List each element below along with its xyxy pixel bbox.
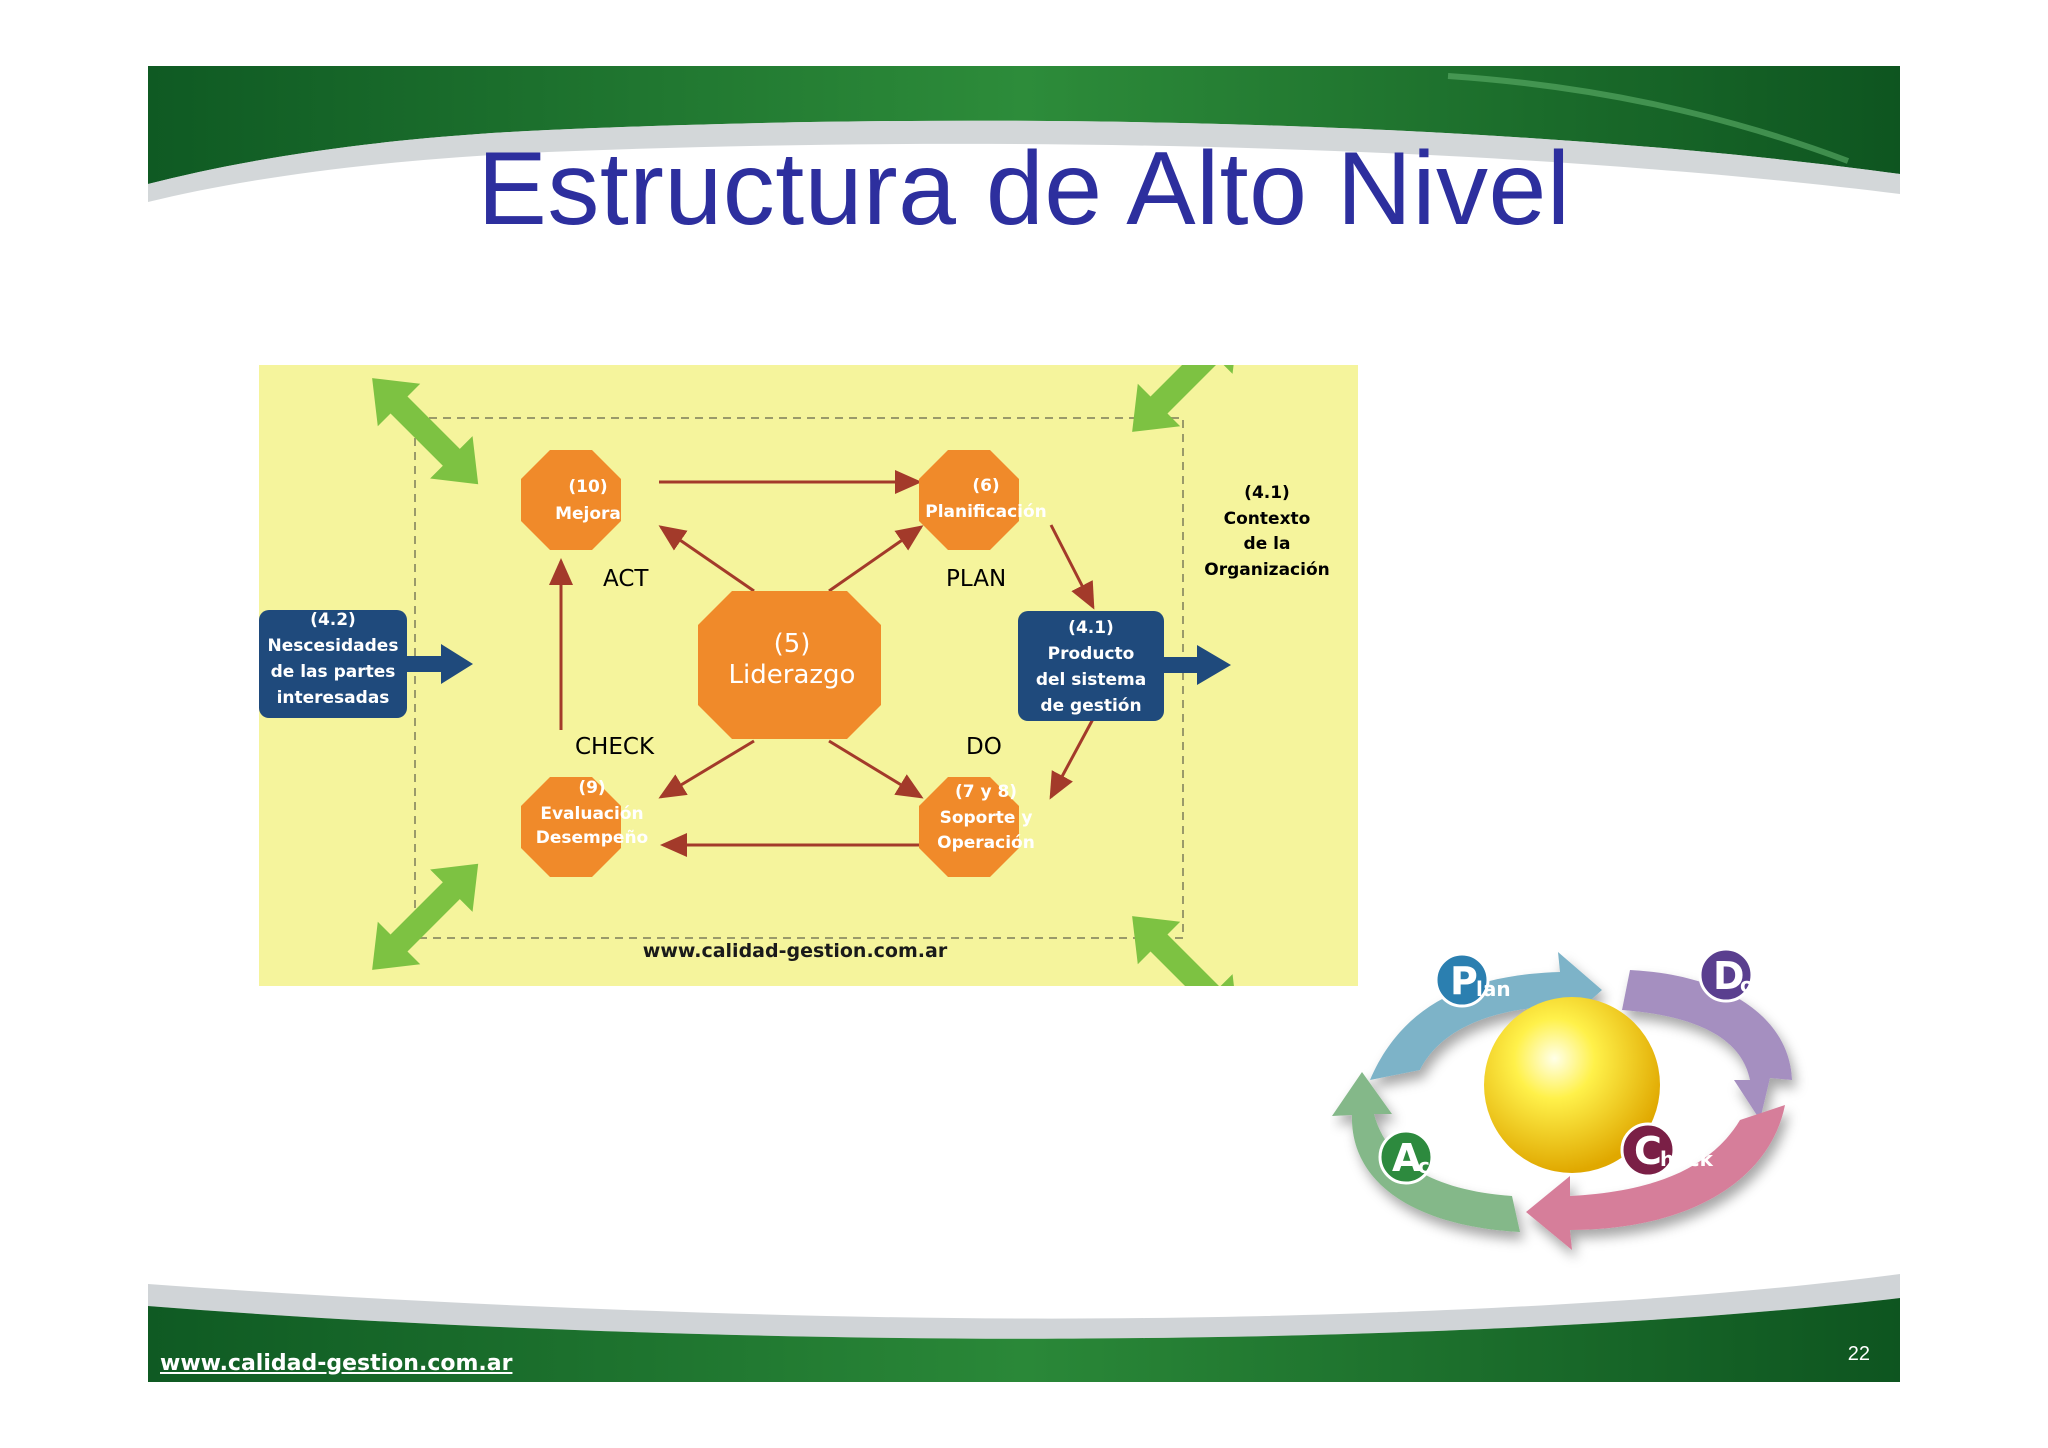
octagon-planificacion: (6) Planificación [919, 450, 1047, 550]
page-number: 22 [1847, 1343, 1870, 1365]
double-arrow-icon [372, 378, 479, 485]
context-line2: de la [1244, 534, 1291, 554]
input-arrow-icon [407, 644, 473, 684]
svg-text:A: A [1392, 1136, 1422, 1180]
needs-box: (4.2) Nescesidades de las partes interes… [259, 610, 407, 718]
box-number: (4.2) [310, 610, 356, 630]
box-line3: de gestión [1040, 696, 1141, 716]
do-label: D o [1698, 947, 1754, 1003]
node-label: Liderazgo [729, 660, 856, 690]
svg-text:ct: ct [1418, 1154, 1440, 1178]
phase-label-act: ACT [603, 566, 649, 592]
svg-text:P: P [1450, 959, 1478, 1003]
svg-text:lan: lan [1476, 977, 1511, 1001]
box-line1: Nescesidades [268, 636, 399, 656]
page-title: Estructura de Alto Nivel [477, 131, 1571, 247]
high-level-structure-diagram: (10) Mejora (6) Planificación (5) Lidera… [259, 365, 1358, 986]
node-label-line2: Operación [937, 833, 1035, 853]
check-segment [1526, 1105, 1785, 1250]
node-number: (5) [774, 629, 811, 659]
footer-url-link[interactable]: www.calidad-gestion.com.ar [160, 1351, 513, 1376]
node-label-line1: Soporte y [940, 808, 1033, 828]
svg-text:C: C [1634, 1129, 1662, 1173]
node-number: (9) [578, 778, 605, 798]
dashed-boundary [414, 417, 1184, 939]
phase-label-check: CHECK [575, 734, 655, 760]
phase-label-do: DO [966, 734, 1002, 760]
context-label: (4.1) Contexto de la Organización [1204, 483, 1329, 580]
footer-banner [148, 1274, 1900, 1382]
context-line1: Contexto [1224, 509, 1311, 529]
diagram-watermark: www.calidad-gestion.com.ar [643, 940, 948, 962]
context-line3: Organización [1204, 560, 1329, 580]
box-line1: Producto [1048, 644, 1135, 664]
svg-text:heck: heck [1660, 1147, 1714, 1171]
center-sphere [1484, 997, 1660, 1173]
do-segment [1622, 970, 1792, 1120]
node-number: (7 y 8) [955, 782, 1017, 802]
box-number: (4.1) [1068, 618, 1114, 638]
header-banner [148, 66, 1900, 202]
node-label-line1: Evaluación [540, 804, 643, 824]
double-arrow-icon [1132, 916, 1239, 986]
octagon-evaluacion: (9) Evaluación Desempeño [521, 777, 648, 877]
check-label: C heck [1620, 1122, 1714, 1178]
act-label: A ct [1378, 1129, 1440, 1185]
svg-text:D: D [1713, 954, 1745, 998]
node-number: (6) [972, 476, 999, 496]
context-number: (4.1) [1244, 483, 1290, 503]
corner-arrows [372, 365, 1239, 986]
node-label: Mejora [555, 504, 621, 524]
output-arrow-icon [1164, 645, 1231, 685]
box-line2: del sistema [1036, 670, 1146, 690]
node-number: (10) [568, 477, 607, 497]
octagon-liderazgo: (5) Liderazgo [698, 591, 881, 739]
phase-label-plan: PLAN [946, 566, 1006, 592]
double-arrow-icon [372, 863, 479, 970]
plan-segment [1370, 952, 1602, 1080]
pdca-cycle-graphic: P lan D o C heck A ct [1332, 947, 1792, 1250]
box-line3: interesadas [277, 688, 390, 708]
node-label-line2: Desempeño [536, 828, 648, 848]
box-line2: de las partes [271, 662, 396, 682]
svg-text:o: o [1740, 973, 1754, 997]
act-segment [1332, 1072, 1520, 1232]
node-label: Planificación [925, 502, 1047, 522]
double-arrow-icon [1132, 365, 1239, 432]
octagon-soporte: (7 y 8) Soporte y Operación [919, 777, 1035, 877]
octagon-mejora: (10) Mejora [521, 450, 621, 550]
product-box: (4.1) Producto del sistema de gestión [1018, 611, 1164, 721]
flow-arrows [549, 470, 1095, 857]
plan-label: P lan [1434, 952, 1511, 1008]
